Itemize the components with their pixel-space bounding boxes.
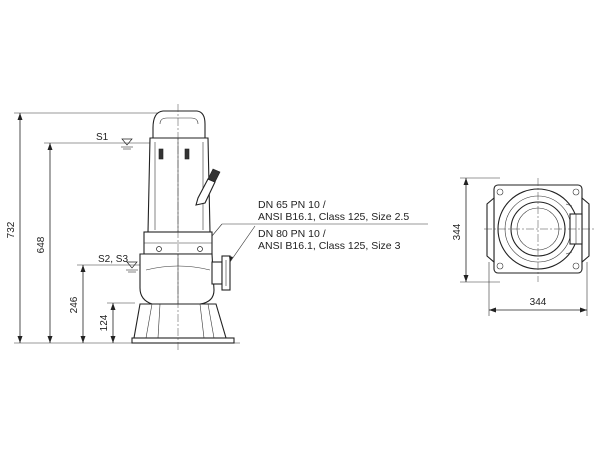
dimension-plan-depth-label: 344 — [452, 223, 463, 240]
level-s2s3-label: S2, S3 — [98, 254, 128, 265]
dimension-648: 648 — [36, 143, 53, 343]
dimension-plan-depth: 344 — [452, 177, 500, 283]
pump-plan-view — [484, 178, 594, 282]
outlet-a-line2: ANSI B16.1, Class 125, Size 2.5 — [258, 211, 409, 223]
dimension-648-label: 648 — [36, 236, 47, 253]
outlet-b-line1: DN 80 PN 10 / — [258, 228, 326, 240]
dimension-124-label: 124 — [99, 314, 110, 331]
dimension-732-label: 732 — [6, 221, 17, 238]
dimension-plan-width: 344 — [488, 262, 588, 316]
dimension-246: 246 — [69, 265, 86, 343]
outlet-notes: DN 65 PN 10 / ANSI B16.1, Class 125, Siz… — [211, 199, 428, 263]
pump-side-view — [131, 110, 235, 344]
dimension-124: 124 — [99, 302, 135, 343]
level-s1: S1 — [44, 132, 160, 150]
outlet-b-line2: ANSI B16.1, Class 125, Size 3 — [258, 240, 401, 252]
level-s2s3: S2, S3 — [77, 254, 150, 273]
outlet-a-line1: DN 65 PN 10 / — [258, 199, 326, 211]
dimension-246-label: 246 — [69, 296, 80, 313]
dimension-plan-width-label: 344 — [530, 297, 547, 308]
dimension-732: 732 — [6, 112, 160, 343]
level-s1-label: S1 — [96, 132, 109, 143]
